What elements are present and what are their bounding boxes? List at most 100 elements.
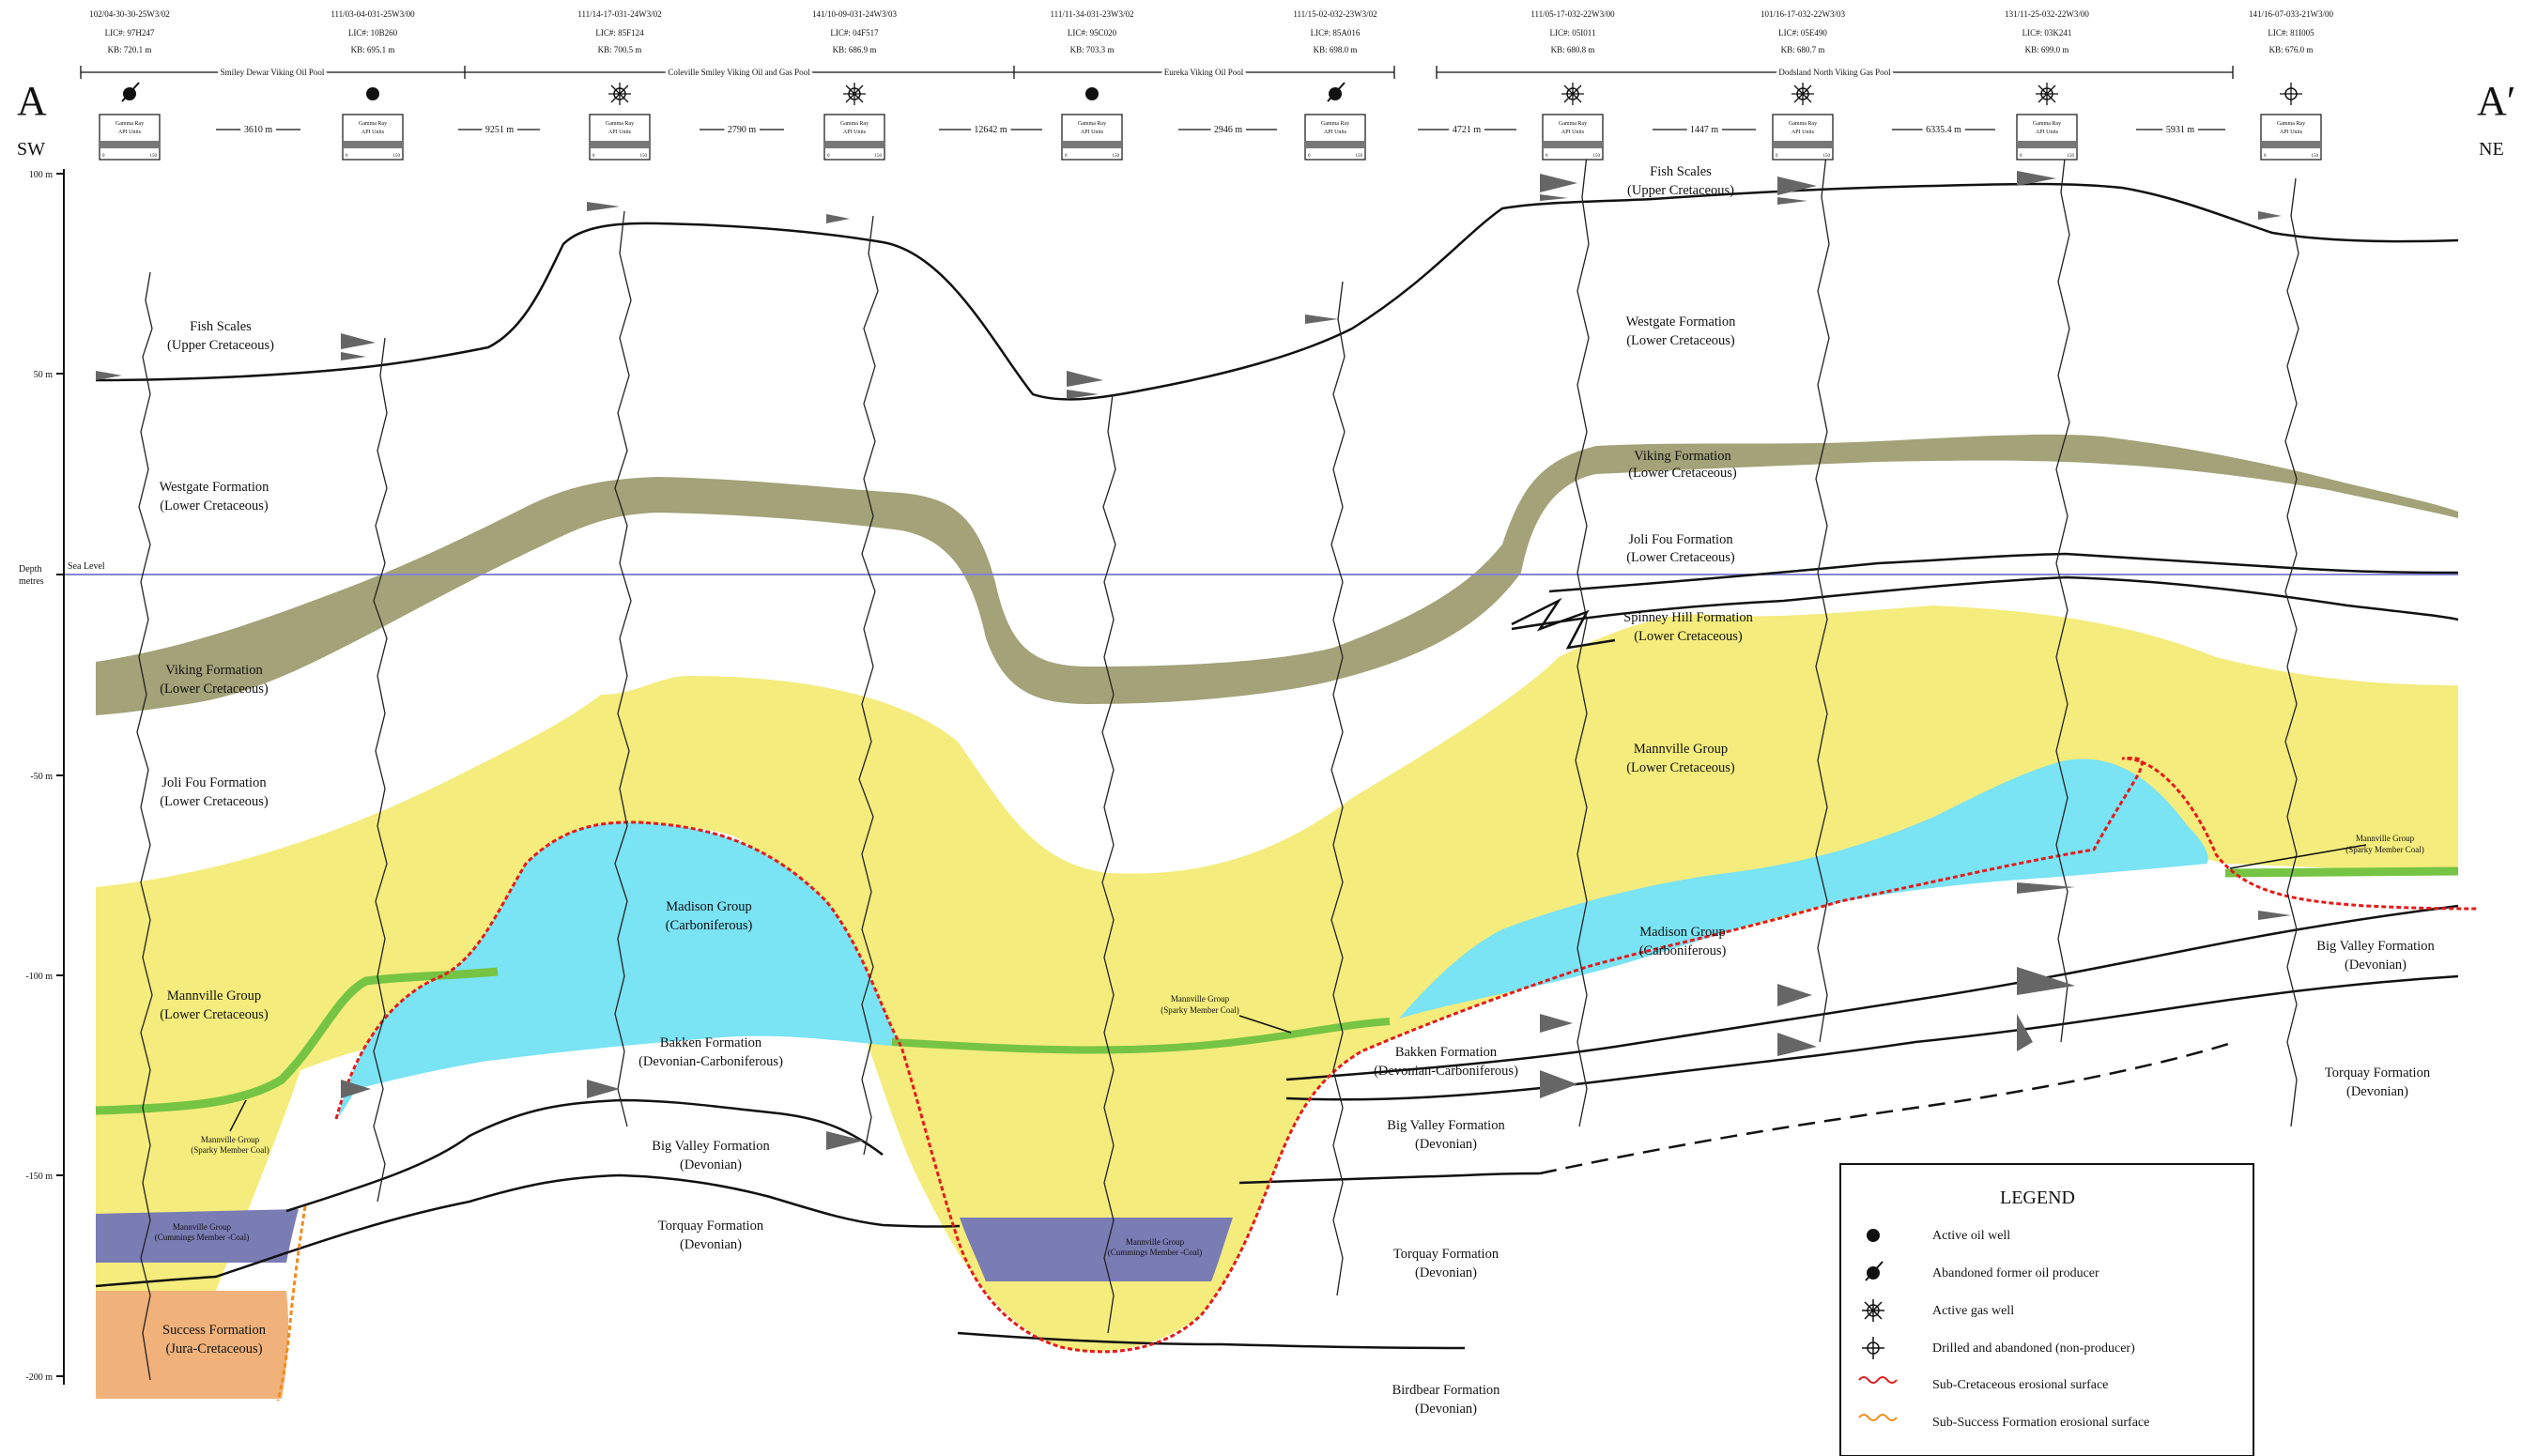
active-oil-icon — [366, 87, 379, 100]
well-log-traces — [136, 149, 2299, 1381]
well-uwi: 141/16-07-033-21W3/00 — [2249, 9, 2333, 19]
axis-tick-50: 50 m — [34, 370, 54, 380]
log-header-title: Gamma Ray — [1321, 121, 1349, 127]
label-sparky-centre-group: Mannville Group — [1171, 994, 1230, 1004]
legend-item-1: Active oil well — [1932, 1229, 2010, 1243]
well-uwi: 131/11-25-032-22W3/00 — [2005, 9, 2089, 19]
gamma-ray-log-4 — [858, 215, 879, 1156]
label-big-valley-right-age: (Devonian) — [2345, 958, 2407, 973]
legend-item-6: Sub-Success Formation erosional surface — [1932, 1416, 2149, 1430]
well-uwi: 101/16-17-032-22W3/03 — [1761, 9, 1845, 19]
label-torquay-centre-age: (Devonian) — [1415, 1265, 1477, 1280]
label-torquay-right: Torquay Formation — [2325, 1065, 2431, 1081]
well-kb: KB: 720.1 m — [108, 45, 152, 54]
label-sparky-left-member: (Sparky Member Coal) — [191, 1145, 269, 1155]
spacing-label-1: 3610 m — [244, 125, 273, 135]
sparky-coal-band-right — [2224, 866, 2459, 878]
formation-boundaries — [95, 182, 2459, 1350]
label-westgate-right: Westgate Formation — [1626, 314, 1737, 330]
legend: LEGEND Active oil well Abandoned former … — [1839, 1163, 2254, 1456]
madison-group-right-fill — [1399, 759, 2208, 1019]
legend-abandoned-oil-icon — [1865, 1261, 1884, 1281]
well-licence: LIC#: 97H247 — [105, 28, 155, 38]
active-gas-icon — [1792, 83, 1814, 105]
spacing-label-9: 5931 m — [2166, 125, 2195, 135]
label-big-valley-centre: Big Valley Formation — [1387, 1118, 1505, 1133]
gamma-ray-log-2 — [373, 337, 388, 1203]
well-uwi: 111/11-34-031-23W3/02 — [1051, 9, 1134, 19]
gamma-ray-log-5 — [1101, 393, 1116, 1334]
log-header-min: 0 — [1308, 154, 1311, 159]
log-header-max: 150 — [1113, 154, 1120, 159]
log-header-units: API Units — [2036, 130, 2059, 135]
gamma-ray-log-1 — [136, 271, 153, 1381]
log-header-title: Gamma Ray — [606, 121, 634, 127]
well-licence: LIC#: 03K241 — [2022, 28, 2072, 38]
well-uwi: 111/15-02-032-23W3/02 — [1293, 9, 1376, 19]
spinney-hill-line — [1511, 575, 2459, 631]
well-uwi: 111/14-17-031-24W3/02 — [577, 9, 661, 19]
label-big-valley-centre-age: (Devonian) — [1415, 1137, 1477, 1152]
log-header-min: 0 — [827, 154, 830, 159]
active-gas-icon — [843, 83, 866, 105]
log-header-title: Gamma Ray — [1559, 121, 1587, 127]
pool-label-3: Eureka Viking Oil Pool — [1164, 68, 1244, 77]
log-header-max: 150 — [2068, 154, 2075, 159]
sparky-coal-band — [95, 967, 499, 1115]
gamma-ray-log-8 — [1815, 154, 1830, 1043]
gamma-ray-log-9 — [2055, 149, 2070, 1043]
log-header-title: Gamma Ray — [1078, 121, 1106, 127]
coal-member-labels: Mannville Group (Sparky Member Coal) Man… — [155, 834, 2424, 1257]
label-madison-right: Madison Group — [1639, 925, 1725, 940]
legend-sub-success-icon — [1858, 1414, 1898, 1421]
legend-title: LEGEND — [2000, 1188, 2075, 1208]
label-birdbear-age: (Devonian) — [1415, 1402, 1477, 1417]
label-spinney-hill-age: (Lower Cretaceous) — [1634, 629, 1743, 644]
label-bakken-left: Bakken Formation — [660, 1035, 762, 1050]
log-header-min: 0 — [1545, 154, 1548, 159]
spacing-label-3: 2790 m — [728, 125, 757, 135]
axis-tick-minus100: -100 m — [25, 972, 53, 982]
label-fish-scales-left: Fish Scales — [190, 319, 252, 334]
label-mannville-right-age: (Lower Cretaceous) — [1626, 760, 1735, 775]
label-cummings-centre-member: (Cummings Member -Coal) — [1108, 1248, 1203, 1257]
gamma-ray-log-6 — [1330, 281, 1346, 1296]
mannville-group-fill — [96, 605, 2458, 1352]
active-gas-icon — [2036, 83, 2058, 105]
label-cummings-left-group: Mannville Group — [173, 1222, 232, 1232]
torquay-top-right — [1285, 974, 2459, 1101]
fish-scales-top-line — [95, 182, 2459, 401]
cummings-member-centre-fill — [960, 1218, 1233, 1281]
log-header-min: 0 — [346, 154, 348, 159]
label-torquay-centre: Torquay Formation — [1393, 1247, 1499, 1262]
legend-item-5: Sub-Cretaceous erosional surface — [1932, 1378, 2108, 1392]
well-licence: LIC#: 05E490 — [1778, 28, 1827, 38]
log-header-max: 150 — [875, 154, 883, 159]
sub-cretaceous-erosional-surface — [334, 757, 2480, 1354]
label-sparky-right-member: (Sparky Member Coal) — [2345, 845, 2423, 854]
label-mannville-left: Mannville Group — [167, 989, 261, 1004]
label-mannville-left-age: (Lower Cretaceous) — [160, 1007, 269, 1022]
gamma-ray-log-3 — [614, 210, 632, 1127]
pool-label-2: Coleville Smiley Viking Oil and Gas Pool — [668, 68, 810, 77]
well-uwi: 111/03-04-031-25W3/00 — [331, 9, 415, 19]
label-success-age: (Jura-Cretaceous) — [165, 1341, 262, 1356]
label-sparky-left-group: Mannville Group — [201, 1135, 260, 1144]
formation-labels: Fish Scales (Upper Cretaceous) Fish Scal… — [160, 164, 2436, 1417]
label-bakken-left-age: (Devonian-Carboniferous) — [638, 1054, 783, 1069]
label-viking-left-age: (Lower Cretaceous) — [160, 682, 269, 697]
label-madison-left: Madison Group — [666, 899, 751, 914]
log-header-min: 0 — [1065, 154, 1068, 159]
pool-label-4: Dodsland North Viking Gas Pool — [1778, 68, 1891, 77]
label-sparky-right-group: Mannville Group — [2356, 834, 2415, 843]
well-kb: KB: 686.9 m — [833, 45, 877, 54]
label-westgate-left-age: (Lower Cretaceous) — [160, 498, 269, 513]
spacing-label-2: 9251 m — [485, 125, 515, 135]
log-header-title: Gamma Ray — [2277, 121, 2305, 127]
birdbear-top-line — [957, 1331, 1466, 1350]
log-header-max: 150 — [1593, 154, 1601, 159]
spacing-label-8: 6335.4 m — [1926, 125, 1961, 135]
